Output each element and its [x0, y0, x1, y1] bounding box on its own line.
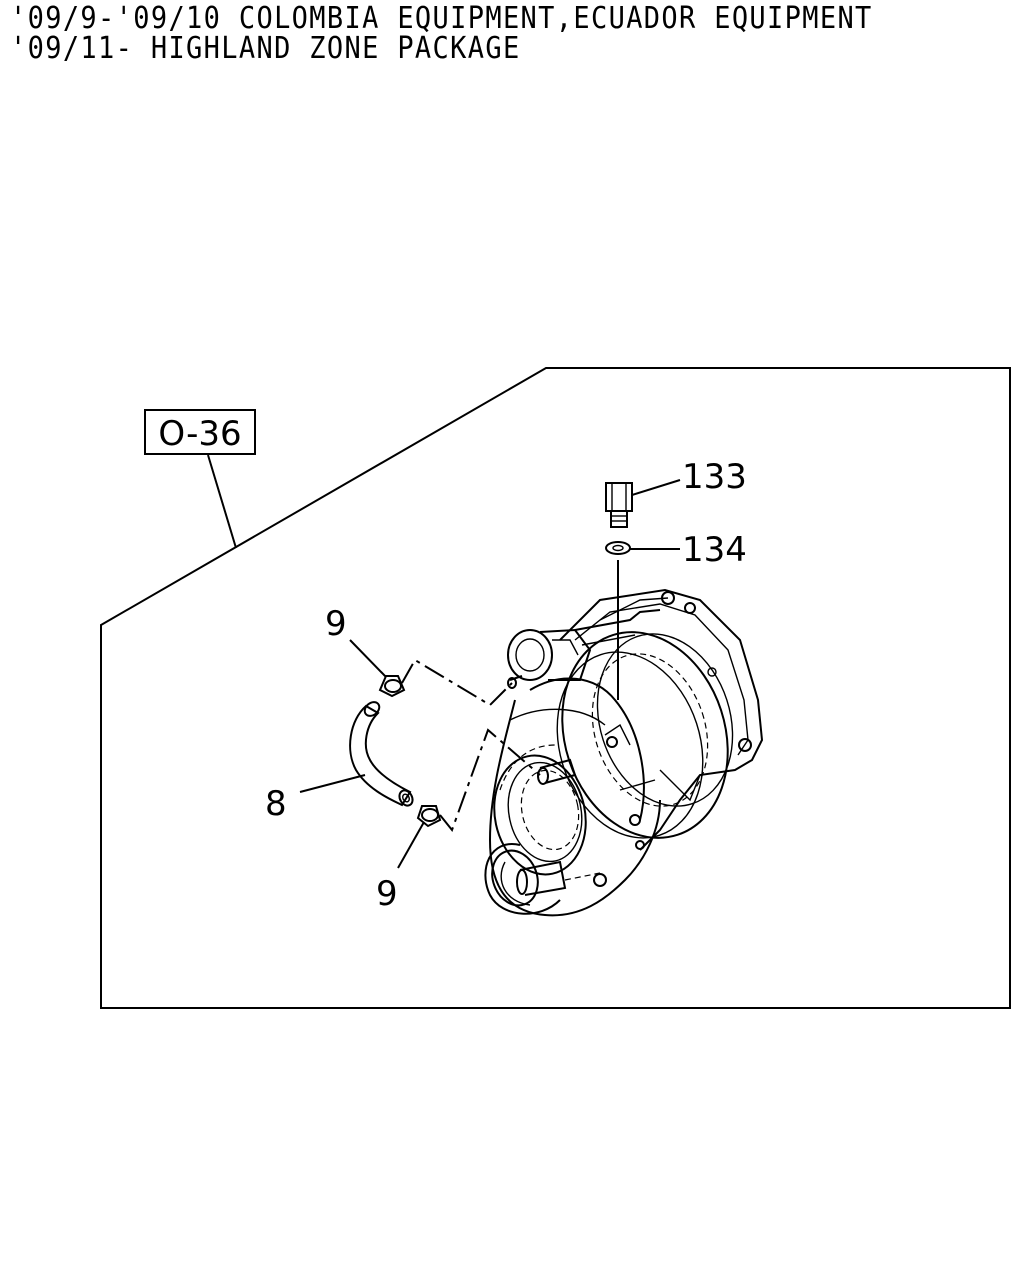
header-line-2: '09/11- HIGHLAND ZONE PACKAGE [10, 31, 521, 66]
part-134-washer[interactable] [605, 541, 631, 555]
part-9-lower-clip[interactable] [416, 805, 442, 828]
part-9-lower-assembly-line [439, 728, 541, 833]
turbocharger-assembly [484, 588, 764, 917]
reference-box[interactable]: O-36 [144, 409, 256, 455]
reference-label: O-36 [158, 414, 241, 454]
part-8-label: 8 [265, 784, 287, 824]
diagram-frame [100, 367, 1011, 1009]
part-133-leader-line [631, 479, 681, 496]
part-9-upper-clip[interactable] [378, 675, 406, 698]
part-133-label: 133 [682, 457, 747, 497]
header-line-1: '09/9-'09/10 COLOMBIA EQUIPMENT,ECUADOR … [10, 1, 873, 36]
part-133-union-bolt[interactable] [605, 482, 633, 528]
part-9-upper-assembly-line [401, 658, 513, 707]
part-9-lower-label: 9 [376, 874, 398, 914]
part-9-lower-leader-line [397, 821, 425, 869]
part-9-upper-label: 9 [325, 604, 347, 644]
part-8-hose[interactable] [349, 699, 415, 808]
part-134-label: 134 [682, 530, 747, 570]
part-9-upper-leader-line [349, 639, 387, 678]
page-header: '09/9-'09/10 COLOMBIA EQUIPMENT,ECUADOR … [10, 4, 1010, 64]
part-8-leader-line [299, 774, 366, 793]
reference-leader-line [207, 454, 237, 549]
